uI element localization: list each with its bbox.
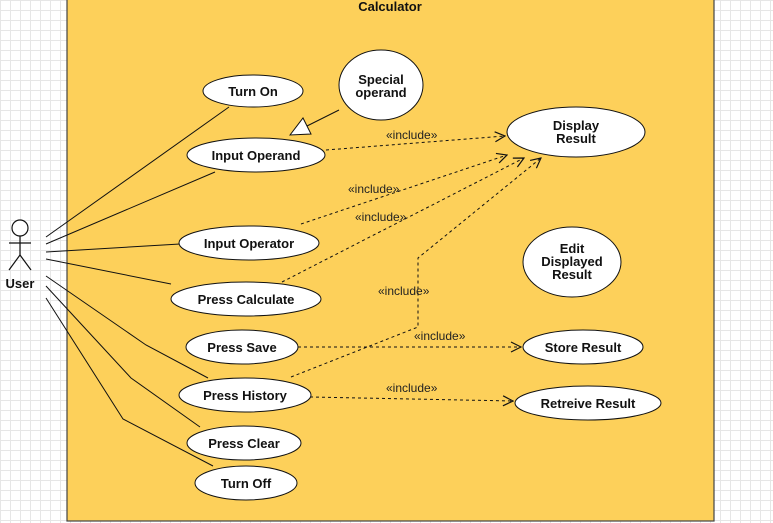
use-case-label: Press Clear — [208, 436, 280, 451]
generalization-arrowhead — [288, 117, 312, 136]
include-label: «include» — [355, 210, 407, 224]
assoc-input-operand — [45, 171, 216, 245]
include-dependencies — [281, 136, 541, 401]
actor-head — [11, 219, 29, 237]
use-case-label: Displayed — [541, 254, 602, 269]
assoc-turn-off — [45, 297, 214, 467]
include-label: «include» — [378, 284, 430, 298]
use-case-turn-off[interactable]: Turn Off — [194, 465, 298, 501]
include-label: «include» — [414, 329, 466, 343]
system-title: Calculator — [358, 0, 422, 14]
use-case-press-save[interactable]: Press Save — [185, 329, 299, 365]
use-case-retreive-result[interactable]: Retreive Result — [514, 385, 662, 421]
use-case-label: Display — [553, 118, 600, 133]
use-case-turn-on[interactable]: Turn On — [202, 74, 304, 108]
use-case-ellipse — [522, 226, 622, 298]
use-case-label: Press History — [203, 388, 288, 403]
use-case-ellipse — [186, 137, 326, 173]
use-case-special-operand[interactable]: Special operand — [338, 49, 424, 121]
actor-user[interactable]: User — [6, 219, 35, 291]
include-label: «include» — [348, 182, 400, 196]
use-case-label: Retreive Result — [541, 396, 636, 411]
use-case-ellipse — [522, 329, 644, 365]
use-case-input-operand[interactable]: Input Operand — [186, 137, 326, 173]
use-case-label: operand — [355, 85, 406, 100]
use-case-label: Input Operand — [212, 148, 301, 163]
associations — [45, 106, 230, 467]
use-case-label: Turn Off — [221, 476, 272, 491]
use-case-press-history[interactable]: Press History — [178, 377, 312, 413]
actor-leg-right — [19, 254, 32, 271]
use-case-ellipse — [514, 385, 662, 421]
use-case-press-clear[interactable]: Press Clear — [186, 425, 302, 461]
use-case-ellipse — [178, 377, 312, 413]
assoc-input-operator — [45, 243, 181, 253]
include-press-history-retreive — [309, 397, 513, 401]
use-case-ellipse — [178, 225, 320, 261]
assoc-turn-on — [45, 106, 230, 238]
include-press-history-display — [290, 158, 541, 378]
include-label: «include» — [386, 381, 438, 395]
use-case-ellipse — [194, 465, 298, 501]
use-case-ellipse — [186, 425, 302, 461]
use-case-press-calculate[interactable]: Press Calculate — [170, 281, 322, 317]
use-case-label: Press Calculate — [198, 292, 295, 307]
include-label: «include» — [386, 128, 438, 142]
use-case-ellipse — [202, 74, 304, 108]
use-case-label: Input Operator — [204, 236, 294, 251]
use-case-edit-displayed-result[interactable]: Edit Displayed Result — [522, 226, 622, 298]
include-input-operator-display — [300, 155, 507, 225]
use-case-label: Store Result — [545, 340, 622, 355]
actor-label: User — [6, 276, 35, 291]
use-case-ellipse — [170, 281, 322, 317]
use-case-display-result[interactable]: Display Result — [506, 106, 646, 158]
actor-leg-left — [8, 254, 21, 271]
use-case-label: Result — [556, 131, 596, 146]
use-case-label: Turn On — [228, 84, 278, 99]
assoc-press-clear — [45, 285, 201, 428]
include-labels: «include» «include» «include» «include» … — [348, 128, 466, 395]
assoc-press-calculate — [45, 258, 172, 285]
use-case-label: Special — [358, 72, 404, 87]
use-case-ellipse — [185, 329, 299, 365]
use-case-ellipse — [338, 49, 424, 121]
use-case-label: Press Save — [207, 340, 276, 355]
use-case-store-result[interactable]: Store Result — [522, 329, 644, 365]
use-case-label: Edit — [560, 241, 585, 256]
use-case-input-operator[interactable]: Input Operator — [178, 225, 320, 261]
generalization-line — [306, 109, 340, 127]
use-case-label: Result — [552, 267, 592, 282]
use-case-ellipse — [506, 106, 646, 158]
assoc-press-history — [45, 275, 209, 379]
